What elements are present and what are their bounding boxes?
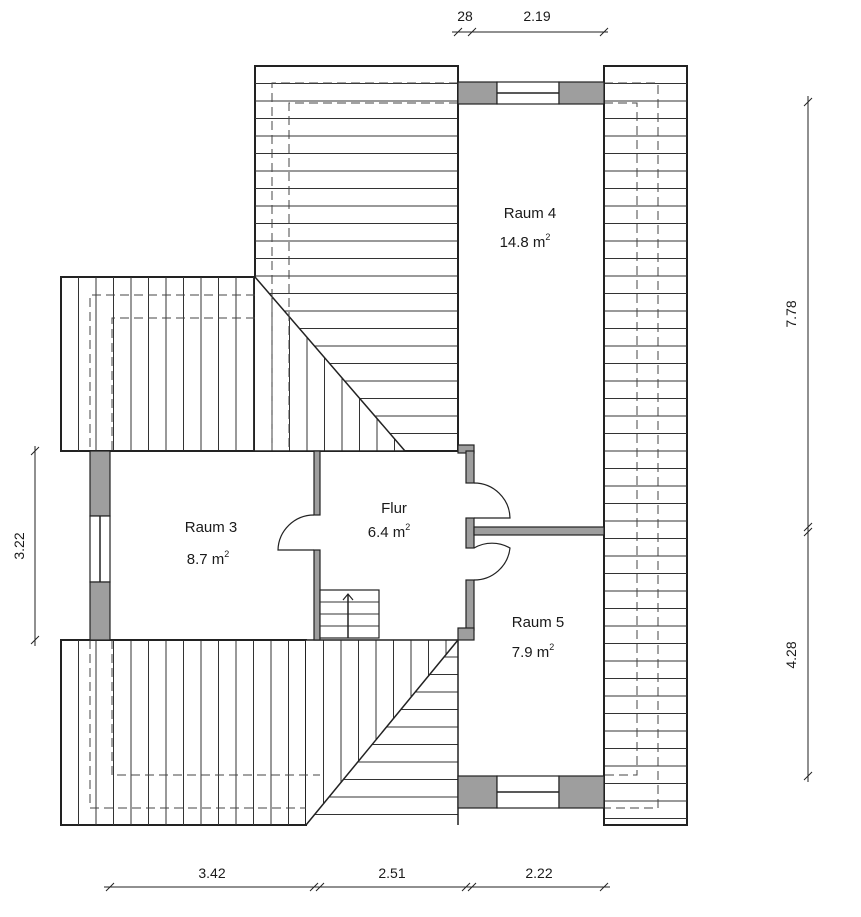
roof-upper-middle [254, 65, 459, 452]
room-label-flur: Flur 6.4 m2 [368, 500, 411, 541]
doors [277, 482, 511, 581]
dimension-label: 3.22 [11, 532, 27, 559]
room-name: Raum 5 [512, 614, 565, 631]
roof-left-upper [60, 276, 256, 452]
walls [89, 81, 605, 825]
room-area: 14.8 m2 [500, 232, 551, 251]
room-name: Flur [381, 500, 407, 517]
dimension-left: 3.22 [11, 446, 40, 646]
dimension-label: 2.19 [523, 8, 550, 24]
room-label-raum-3: Raum 3 8.7 m2 [185, 519, 238, 568]
dimension-label: 7.78 [783, 300, 799, 327]
dimension-top: 28 2.19 [452, 8, 609, 37]
room-label-raum-5: Raum 5 7.9 m2 [512, 614, 565, 661]
roof-left-lower [60, 639, 307, 826]
dimension-bottom: 3.42 2.51 2.22 [104, 865, 610, 892]
dimension-label: 2.51 [378, 865, 405, 881]
eave-lines [89, 82, 659, 809]
roof-right [603, 65, 688, 826]
room-area: 8.7 m2 [187, 549, 230, 568]
room-area: 6.4 m2 [368, 522, 411, 541]
room-name: Raum 4 [504, 205, 557, 222]
dimension-label: 4.28 [783, 641, 799, 668]
dimension-label: 3.42 [198, 865, 225, 881]
dimension-label: 2.22 [525, 865, 552, 881]
room-name: Raum 3 [185, 519, 238, 536]
dimension-label: 28 [457, 8, 473, 24]
roof-lower-middle [305, 639, 459, 826]
room-label-raum-4: Raum 4 14.8 m2 [500, 205, 557, 251]
stairs [319, 589, 380, 639]
room-area: 7.9 m2 [512, 642, 555, 661]
dimension-right: 7.78 4.28 [783, 96, 813, 782]
